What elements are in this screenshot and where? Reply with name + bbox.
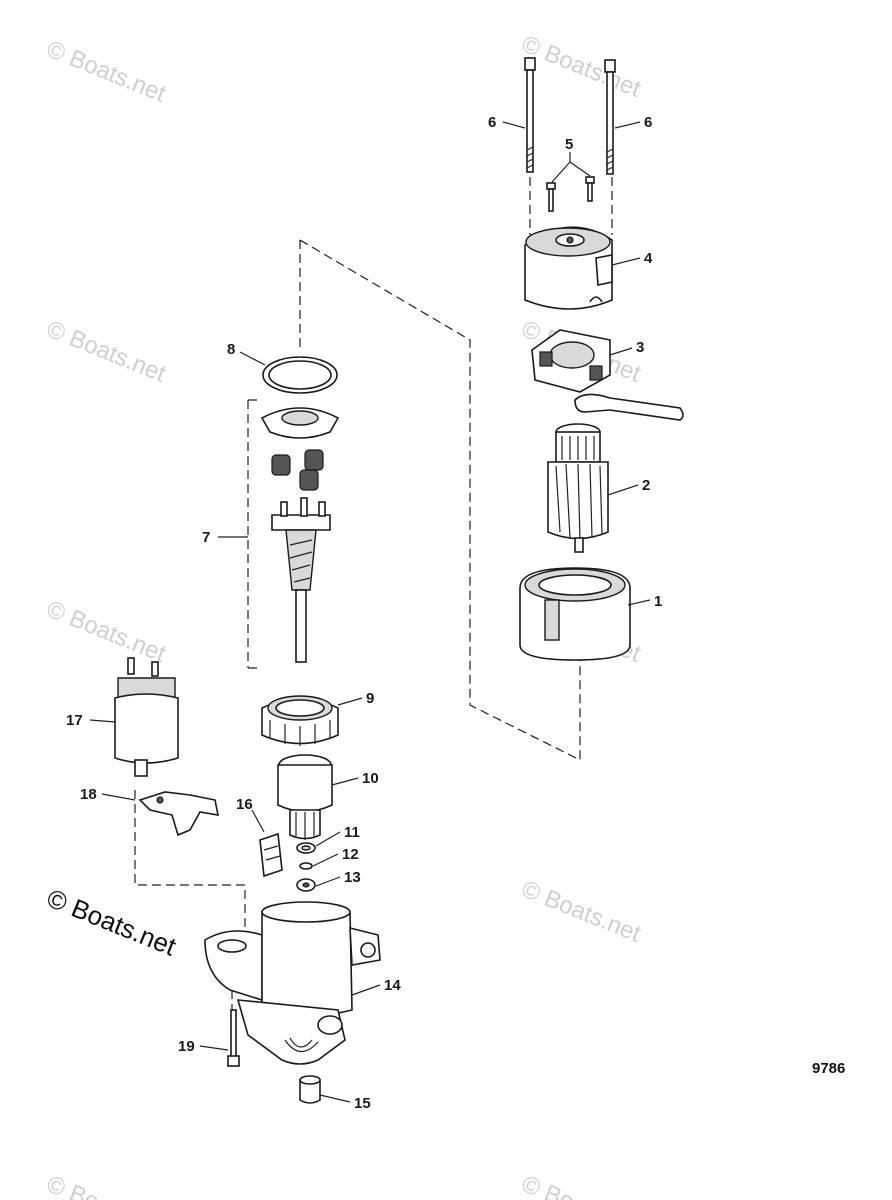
- watermark-main: © Boats.net: [43, 883, 181, 962]
- planetary-shaft-assembly: [260, 407, 340, 663]
- ring-gear: [261, 695, 339, 746]
- callout-8: 8: [227, 341, 235, 358]
- through-bolts: [524, 57, 616, 175]
- callout-7: 7: [202, 529, 210, 546]
- callout-6-left: 6: [488, 114, 496, 131]
- callout-9: 9: [366, 690, 374, 707]
- mounting-bolt: [227, 1009, 240, 1067]
- callout-labels: 1 2 3 4 5 6 6 7 8 9 10 11 12 13 14 15 16…: [66, 114, 662, 1112]
- field-frame: [519, 567, 631, 661]
- callout-2: 2: [642, 477, 650, 494]
- callout-17: 17: [66, 712, 83, 729]
- watermark-text: © Boats.net: [43, 596, 170, 668]
- watermark-text: © Boats.net: [518, 876, 645, 948]
- watermark-text: © Boats.net: [518, 1171, 645, 1200]
- callout-6-right: 6: [644, 114, 652, 131]
- bushing: [299, 1075, 321, 1104]
- callout-1: 1: [654, 593, 662, 610]
- callout-4: 4: [644, 250, 653, 267]
- lever-pad: [259, 832, 283, 878]
- retainer-parts: [296, 842, 316, 892]
- callout-leaders: [89, 121, 651, 1103]
- callout-5: 5: [565, 136, 573, 153]
- shift-fork: [138, 791, 220, 837]
- o-ring: [262, 356, 338, 394]
- callout-3: 3: [636, 339, 644, 356]
- brush-plate: [531, 329, 684, 421]
- watermark-text: © Boats.net: [518, 31, 645, 103]
- end-cap-screws: [546, 176, 595, 212]
- callout-18: 18: [80, 786, 97, 803]
- drive-pinion: [277, 754, 333, 840]
- drive-housing: [204, 901, 381, 1065]
- callout-14: 14: [384, 977, 401, 994]
- callout-16: 16: [236, 796, 253, 813]
- callout-12: 12: [342, 846, 359, 863]
- callout-11: 11: [344, 824, 360, 841]
- callout-13: 13: [344, 869, 361, 886]
- end-cap: [524, 226, 613, 310]
- callout-10: 10: [362, 770, 379, 787]
- callout-19: 19: [178, 1038, 195, 1055]
- watermark-text: © Boats.net: [43, 316, 170, 388]
- diagram-reference-number: 9786: [812, 1060, 845, 1077]
- solenoid: [114, 657, 179, 777]
- watermark-text: © Boats.net: [43, 36, 170, 108]
- watermark-text: © Boats.net: [43, 1171, 170, 1200]
- callout-15: 15: [354, 1095, 371, 1112]
- armature: [547, 423, 609, 553]
